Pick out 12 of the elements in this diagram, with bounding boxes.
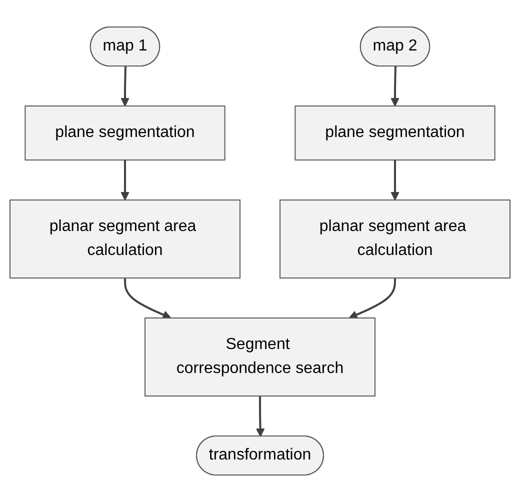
arrow bbox=[120, 66, 129, 106]
arrow bbox=[124, 278, 171, 319]
node-box: planar segment area calculation bbox=[9, 200, 240, 278]
arrow bbox=[120, 160, 129, 200]
node-box: Segment correspondence search bbox=[144, 318, 375, 396]
arrow bbox=[390, 160, 399, 200]
node-box: planar segment area calculation bbox=[279, 200, 510, 278]
arrow bbox=[348, 278, 396, 319]
arrow bbox=[390, 66, 399, 106]
node-box: plane segmentation bbox=[24, 106, 225, 160]
arrow bbox=[255, 396, 264, 437]
node-box: plane segmentation bbox=[294, 106, 495, 160]
